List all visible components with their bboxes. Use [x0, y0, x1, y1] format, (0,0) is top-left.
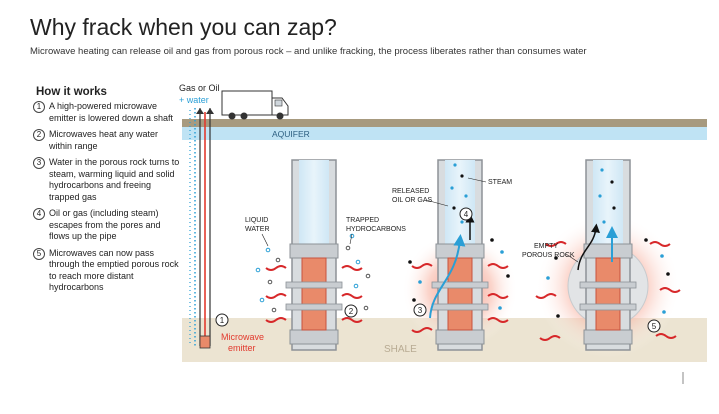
- aquifer-label: AQUIFER: [272, 129, 310, 139]
- svg-text:5: 5: [652, 322, 657, 331]
- particles-4: [546, 168, 670, 318]
- flow-arrow-3: [429, 234, 466, 319]
- plus-water-label: + water: [179, 95, 209, 105]
- microwave-emitter-label-2: emitter: [228, 343, 256, 353]
- steam-label: STEAM: [488, 179, 512, 186]
- step-text: Water in the porous rock turns to steam,…: [49, 157, 180, 202]
- step-number-badge: 4: [33, 208, 45, 220]
- empty-porous-rock-label-2: POROUS ROCK: [522, 252, 575, 259]
- trapped-hydrocarbons-label-2: HYDROCARBONS: [346, 226, 406, 233]
- marker-2: 2: [344, 304, 358, 318]
- page-title: Why frack when you can zap?: [30, 14, 337, 40]
- step-number-badge: 1: [33, 101, 45, 113]
- well-stage-4: [579, 159, 637, 351]
- how-it-works-heading: How it works: [36, 86, 107, 98]
- step-text: Microwaves can now pass through the empt…: [49, 247, 179, 293]
- step-text: Microwaves heat any water within range: [49, 129, 159, 151]
- well-stage-2: [285, 159, 343, 351]
- step-item: 5 Microwaves can now pass through the em…: [33, 247, 183, 294]
- flow-arrow-black-4: [577, 223, 600, 271]
- shale-label: SHALE: [384, 344, 417, 355]
- released-label-1: RELEASED: [392, 188, 429, 195]
- pores-2: [255, 233, 371, 313]
- microwave-waves-2: [265, 265, 363, 323]
- trapped-hydrocarbons-label-1: TRAPPED: [346, 217, 379, 224]
- liquid-water-label-1: LIQUID: [245, 217, 268, 224]
- step-text: A high-powered microwave emitter is lowe…: [49, 101, 174, 123]
- marker-5: 5: [647, 319, 661, 333]
- empty-porous-rock-label-1: EMPTY: [534, 243, 558, 250]
- step-text: Oil or gas (including steam) escapes fro…: [49, 208, 161, 241]
- gas-or-oil-label: Gas or Oil: [179, 83, 220, 93]
- svg-text:4: 4: [464, 210, 469, 219]
- microwave-emitter-label-1: Microwave: [221, 332, 264, 342]
- marker-4: 4: [459, 207, 473, 221]
- microwave-waves-3: [411, 263, 509, 333]
- marker-1: 1: [215, 313, 229, 327]
- well-stage-3: [431, 159, 489, 351]
- step-number-badge: 5: [33, 247, 45, 260]
- svg-text:3: 3: [418, 306, 423, 315]
- step-number-badge: 2: [33, 129, 45, 141]
- truck-icon: [221, 90, 289, 120]
- microwave-waves-4: [535, 241, 681, 341]
- svg-text:2: 2: [349, 307, 354, 316]
- particles-3: [408, 163, 510, 310]
- marker-3: 3: [413, 303, 427, 317]
- step-item: 2 Microwaves heat any water within range: [33, 129, 183, 152]
- step-item: 1 A high-powered microwave emitter is lo…: [33, 101, 183, 124]
- step-number-badge: 3: [33, 157, 45, 169]
- page-subtitle: Microwave heating can release oil and ga…: [30, 46, 587, 57]
- ground-surface: [182, 119, 707, 127]
- steps-list: 1 A high-powered microwave emitter is lo…: [33, 101, 183, 299]
- step-item: 4 Oil or gas (including steam) escapes f…: [33, 208, 183, 243]
- shaft-left: [189, 108, 214, 349]
- aquifer-layer: [182, 127, 707, 140]
- step-item: 3 Water in the porous rock turns to stea…: [33, 157, 183, 203]
- svg-text:1: 1: [220, 316, 225, 325]
- released-label-2: OIL OR GAS: [392, 197, 433, 204]
- liquid-water-label-2: WATER: [245, 226, 270, 233]
